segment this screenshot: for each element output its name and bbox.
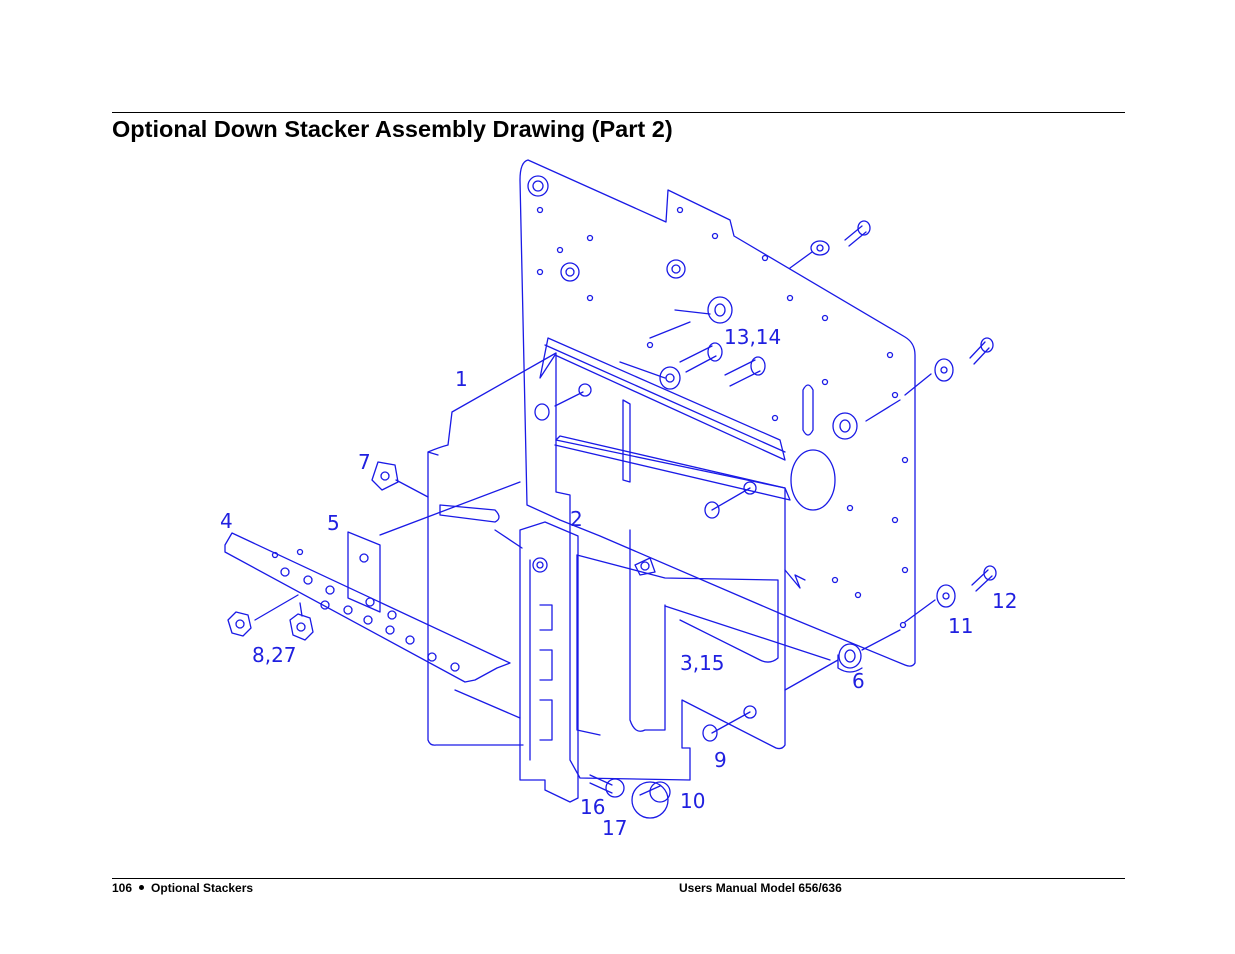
callout-3-15: 3,15 [680, 651, 725, 675]
callout-6: 6 [852, 669, 865, 693]
callout-9: 9 [714, 748, 727, 772]
page-title: Optional Down Stacker Assembly Drawing (… [112, 116, 673, 142]
strap [224, 532, 511, 683]
footer-rule [112, 878, 1125, 879]
callout-1: 1 [455, 367, 468, 391]
back-plate [519, 159, 916, 667]
bullet-icon [139, 885, 145, 891]
slotted-channel [519, 521, 579, 803]
footer-manual-title: Users Manual Model 656/636 [679, 881, 842, 895]
page-number: 106 [112, 881, 133, 895]
small-bracket [347, 531, 381, 613]
callout-2: 2 [570, 507, 583, 531]
section-name: Optional Stackers [151, 881, 254, 895]
front-plate [555, 439, 786, 781]
callout-10: 10 [680, 789, 705, 813]
mounting-bracket [427, 352, 557, 746]
callout-5: 5 [327, 511, 340, 535]
callout-11: 11 [948, 614, 973, 638]
callout-12: 12 [992, 589, 1017, 613]
callout-13-14: 13,14 [724, 325, 781, 349]
footer-left: 106 Optional Stackers [112, 881, 253, 895]
callout-17: 17 [602, 816, 627, 840]
nut-7 [371, 461, 399, 491]
callout-4: 4 [220, 509, 233, 533]
callout-16: 16 [580, 795, 605, 819]
callout-8-27: 8,27 [252, 643, 297, 667]
callout-7: 7 [358, 450, 371, 474]
header-rule [112, 112, 1125, 113]
